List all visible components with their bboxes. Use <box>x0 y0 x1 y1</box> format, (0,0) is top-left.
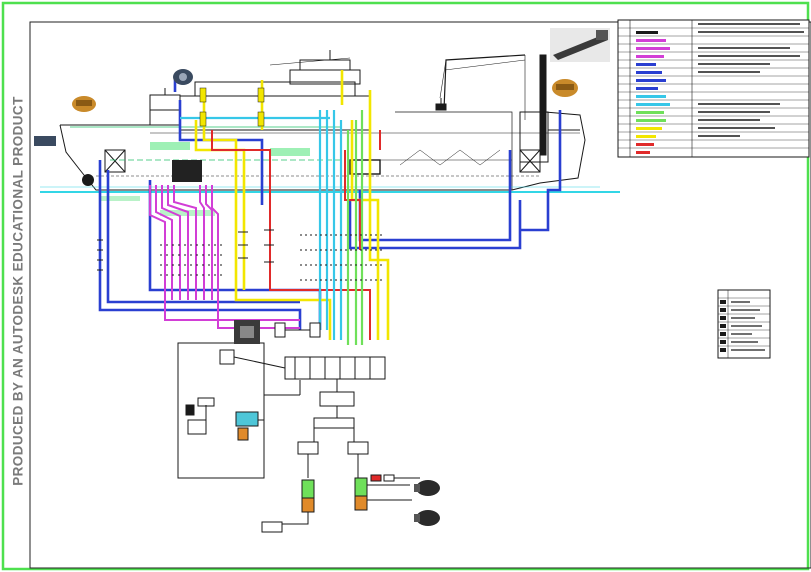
pipe-cyan <box>180 110 343 340</box>
power-pack-image <box>234 320 260 344</box>
ship-elevation <box>59 50 586 191</box>
valve-markers <box>97 229 385 281</box>
pipe-green <box>346 110 364 345</box>
autodesk-watermark: PRODUCED BY AN AUTODESK EDUCATIONAL PROD… <box>8 46 28 536</box>
thruster-icon <box>34 136 56 146</box>
vent-markers <box>199 87 265 127</box>
motor-icon-2 <box>414 510 440 526</box>
motor-icon-1 <box>414 480 440 496</box>
pipe-magenta <box>149 185 300 329</box>
anchor-winch-icon <box>173 69 193 85</box>
watermark-text: PRODUCED BY AN AUTODESK EDUCATIONAL PROD… <box>10 96 26 486</box>
propeller-icon <box>82 174 94 186</box>
winch-icon-stern <box>552 79 578 97</box>
engine-block <box>172 160 202 182</box>
pipe-red <box>211 130 381 340</box>
legend-table-symbols <box>717 289 771 359</box>
hydraulic-circuit <box>177 322 420 533</box>
crane-boom-image <box>550 28 610 62</box>
winch-icon-bow <box>72 96 96 112</box>
inner-border <box>29 21 811 569</box>
legend-table-main <box>617 19 810 158</box>
